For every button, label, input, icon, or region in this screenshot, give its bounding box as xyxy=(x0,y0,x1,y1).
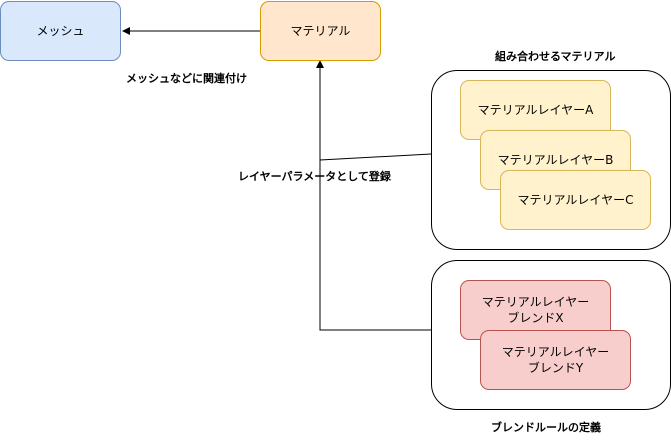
layer-param-label: レイヤーパラメータとして登録 xyxy=(238,170,391,183)
combine-group-connector xyxy=(319,153,432,161)
combine-group-title: 組み合わせるマテリアル xyxy=(495,50,616,63)
blend-y-label-line1: マテリアルレイヤー xyxy=(501,345,610,359)
material-label: マテリアル xyxy=(290,24,351,38)
blend-y-label-line2: ブレンドY xyxy=(527,361,584,375)
groups-to-material-arrow xyxy=(316,60,431,331)
layer-b-label: マテリアルレイヤーB xyxy=(497,153,614,167)
layer-a-label: マテリアルレイヤーA xyxy=(477,103,594,117)
mesh-label: メッシュ xyxy=(36,24,85,38)
mesh-link-label: メッシュなどに関連付け xyxy=(126,72,247,85)
blend-group-title: ブレンドルールの定義 xyxy=(491,421,601,434)
layer-c-node: マテリアルレイヤーC xyxy=(500,170,651,230)
blend-x-label-line2: ブレンドX xyxy=(507,311,564,325)
layer-c-label: マテリアルレイヤーC xyxy=(517,193,634,207)
blend-x-label-line1: マテリアルレイヤー xyxy=(481,295,590,309)
mesh-node: メッシュ xyxy=(0,1,121,61)
blend-y-node: マテリアルレイヤー ブレンドY xyxy=(480,330,631,390)
material-node: マテリアル xyxy=(260,1,381,61)
